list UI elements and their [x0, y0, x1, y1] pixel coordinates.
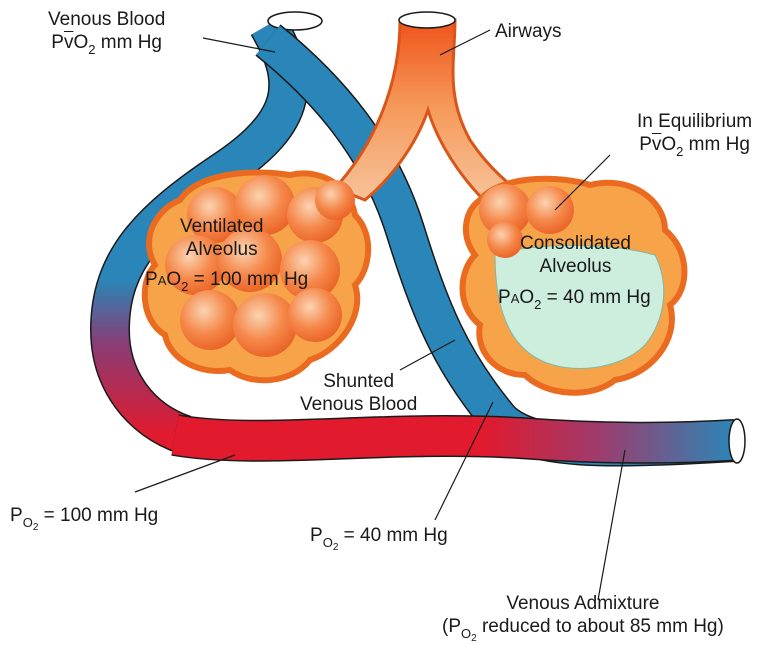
- ventilated-alveolus-label: Ventilated Alveolus: [180, 215, 263, 261]
- in-equilibrium-title: In Equilibrium: [637, 110, 752, 133]
- venous-blood-label: Venous Blood PvO2 mm Hg: [48, 8, 165, 55]
- venous-admixture-note: (PO2 reduced to about 85 mm Hg): [442, 615, 724, 641]
- arterial-vessel: [175, 419, 745, 463]
- in-equilibrium-label: In Equilibrium PvO2 mm Hg: [637, 110, 752, 157]
- shunted-venous-blood-label: Shunted Venous Blood: [300, 370, 417, 416]
- venous-admixture-title: Venous Admixture: [442, 592, 724, 615]
- airways-label: Airways: [495, 20, 562, 43]
- venous-blood-po2: PvO2 mm Hg: [48, 31, 165, 55]
- venous-blood-title: Venous Blood: [48, 8, 165, 31]
- consolidated-subtitle: Alveolus: [520, 255, 631, 278]
- in-equilibrium-po2: PvO2 mm Hg: [637, 133, 752, 157]
- consolidated-alveolus-label: Consolidated Alveolus: [520, 232, 631, 278]
- ventilated-title: Ventilated: [180, 215, 263, 238]
- consolidated-title: Consolidated: [520, 232, 631, 255]
- venous-admixture-label: Venous Admixture (PO2 reduced to about 8…: [442, 592, 724, 641]
- po2-100-label: PO2 = 100 mm Hg: [10, 504, 158, 530]
- shunted-subtitle: Venous Blood: [300, 393, 417, 416]
- ventilated-pao2: PAO2 = 100 mm Hg: [145, 268, 308, 292]
- po2-40-label: PO2 = 40 mm Hg: [310, 524, 448, 550]
- shunted-title: Shunted: [300, 370, 417, 393]
- consolidated-pao2: PAO2 = 40 mm Hg: [498, 286, 651, 310]
- ventilated-subtitle: Alveolus: [180, 238, 263, 261]
